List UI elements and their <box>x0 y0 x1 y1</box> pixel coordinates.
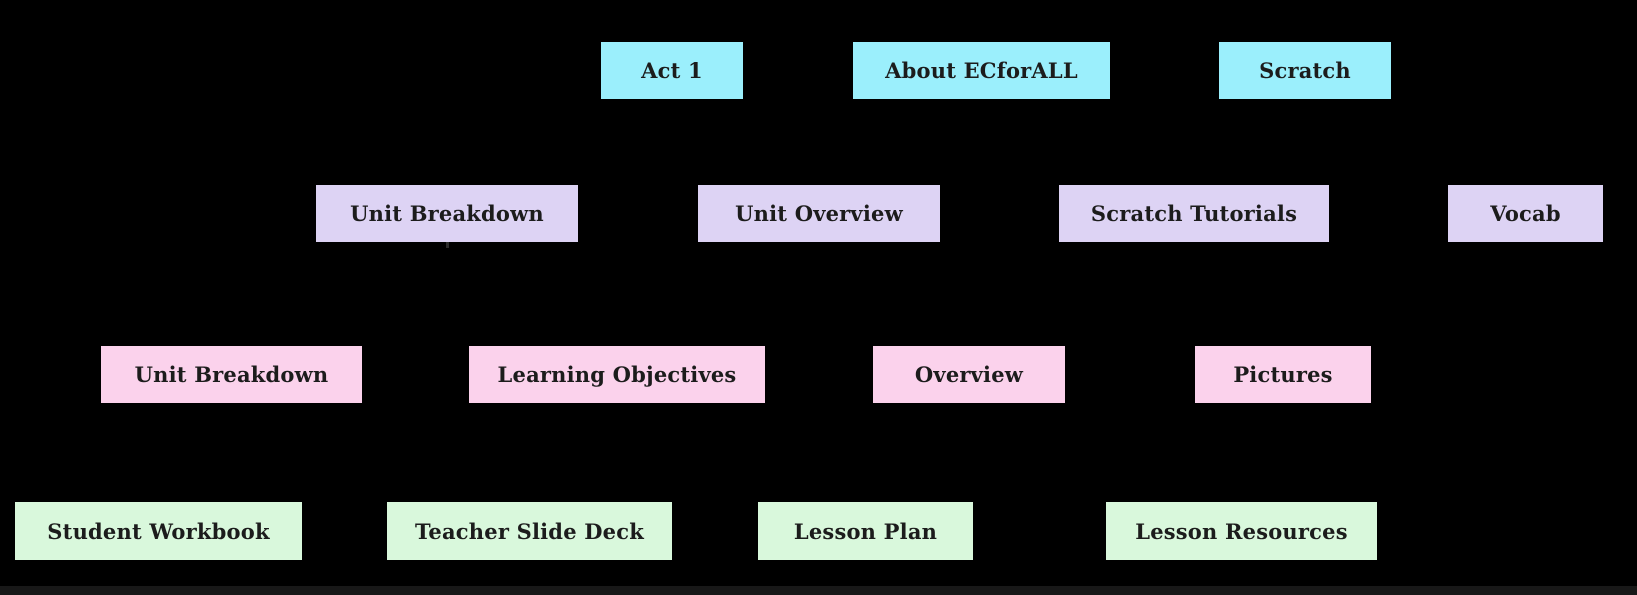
node-lesson-resources[interactable]: Lesson Resources <box>1106 502 1377 560</box>
node-pictures[interactable]: Pictures <box>1195 346 1371 403</box>
node-teacher-slide-deck[interactable]: Teacher Slide Deck <box>387 502 672 560</box>
node-label: Lesson Resources <box>1135 518 1348 544</box>
node-scratch[interactable]: Scratch <box>1219 42 1391 99</box>
node-label: Overview <box>914 362 1024 387</box>
node-label: Unit Breakdown <box>350 201 544 226</box>
node-label: Scratch <box>1259 58 1351 83</box>
node-label: Learning Objectives <box>497 362 737 387</box>
node-label: Vocab <box>1490 201 1561 226</box>
connector-tick <box>446 241 449 248</box>
node-label: Unit Overview <box>735 201 903 226</box>
node-scratch-tutorials[interactable]: Scratch Tutorials <box>1059 185 1329 242</box>
node-learning-objectives[interactable]: Learning Objectives <box>469 346 765 403</box>
node-label: Lesson Plan <box>793 518 938 544</box>
node-label: Scratch Tutorials <box>1090 201 1298 226</box>
bottom-edge-strip <box>0 586 1637 595</box>
node-label: Act 1 <box>641 58 703 83</box>
node-lesson-plan[interactable]: Lesson Plan <box>758 502 973 560</box>
node-label: Pictures <box>1233 362 1333 387</box>
node-label: About ECforALL <box>885 58 1078 83</box>
node-unit-breakdown-l3[interactable]: Unit Breakdown <box>101 346 362 403</box>
node-unit-breakdown-l2[interactable]: Unit Breakdown <box>316 185 578 242</box>
node-overview[interactable]: Overview <box>873 346 1065 403</box>
node-about-ecforall[interactable]: About ECforALL <box>853 42 1110 99</box>
node-student-workbook[interactable]: Student Workbook <box>15 502 302 560</box>
node-label: Teacher Slide Deck <box>415 518 644 544</box>
node-label: Unit Breakdown <box>134 362 329 387</box>
node-unit-overview[interactable]: Unit Overview <box>698 185 940 242</box>
node-act-1[interactable]: Act 1 <box>601 42 743 99</box>
node-vocab[interactable]: Vocab <box>1448 185 1603 242</box>
node-label: Student Workbook <box>47 518 270 544</box>
